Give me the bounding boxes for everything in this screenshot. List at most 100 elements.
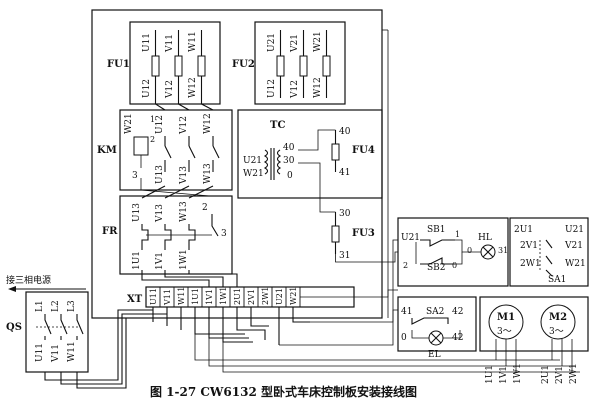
- m1-terminal-1: 1U1: [485, 365, 495, 384]
- fu1-bottom-2: V12: [165, 80, 175, 99]
- fu4-terminal-2: 41: [339, 168, 350, 178]
- fr-bottom-2: 1V1: [155, 252, 165, 270]
- xt-terminal-1: U11: [149, 288, 158, 305]
- m1-terminal-2: 1V1: [499, 366, 509, 384]
- km-bottom-1: 3: [132, 171, 138, 181]
- xt-terminal-6: 1W1: [219, 287, 228, 305]
- fu2-fuse-3: [322, 30, 331, 98]
- fu2-fuse-1: [276, 30, 285, 98]
- sa1-right-1: U21: [565, 225, 584, 235]
- m2-phase: 3～: [549, 327, 564, 337]
- sb2-label: SB2: [427, 263, 446, 273]
- contactor-km: KM W21 U12 V12 W12 1 2 3 U13 V13 W13: [97, 109, 233, 191]
- xt-terminal-7: 2U1: [233, 288, 242, 305]
- qs-label: QS: [6, 322, 22, 333]
- xt-label: XT: [127, 294, 143, 305]
- fu1-fuse-2: [174, 30, 183, 98]
- button-panel: U21 SB1 SB2 HL 1 0 31 2 0: [397, 217, 509, 287]
- km-contact-num-1: 1: [150, 115, 155, 124]
- km-top-1: W21: [124, 113, 134, 134]
- tc-label: TC: [270, 120, 285, 131]
- km-top-3: V12: [179, 116, 189, 135]
- xt-terminal-11: W21: [289, 287, 298, 305]
- qs-bottom-2: V11: [51, 344, 61, 363]
- fuse-group-fu2: FU2 U21 V21 W21 U12 V12 W12: [232, 21, 346, 105]
- fu2-bottom-2: V12: [290, 80, 300, 99]
- tc-secondary-2: 30: [283, 156, 295, 166]
- km-label: KM: [97, 145, 117, 156]
- m1-phase: 3～: [497, 327, 512, 337]
- tc-secondary-3: 0: [287, 171, 293, 181]
- xt-terminal-9: 2W1: [261, 287, 270, 305]
- qs-top-1: L1: [35, 300, 45, 312]
- sa1-left-1: 2U1: [514, 225, 533, 235]
- fu1-bottom-1: U12: [142, 79, 152, 98]
- thermal-relay-fr: FR U13 V13 W13 2 3 1U1 1V1 1W1: [102, 195, 233, 275]
- m2-label: M2: [549, 312, 567, 323]
- fu2-label: FU2: [232, 59, 255, 70]
- fu4-terminal-1: 40: [339, 127, 351, 137]
- sa1-right-3: W21: [565, 259, 586, 269]
- tc-secondary-1: 40: [283, 143, 295, 153]
- km-bottom-3: V13: [179, 166, 189, 185]
- motor-m1: M1 3～ 1U1 1V1 1W1: [485, 304, 524, 384]
- switch-sa1: 2U1 2V1 2W1 U21 V21 W21 SA1: [509, 217, 589, 287]
- fr-bottom-1: 1U1: [132, 251, 142, 270]
- sa2-label: SA2: [426, 307, 444, 317]
- fu3-terminal-1: 30: [339, 209, 351, 219]
- motor-m2: M2 3～ 2U1 2V1 2W1: [540, 304, 579, 384]
- fr-top-4: 2: [202, 203, 208, 213]
- tc-primary-2: W21: [243, 169, 264, 179]
- xt-terminal-4: 1U1: [191, 288, 200, 305]
- km-contact-num-2: 2: [150, 135, 155, 144]
- tc-primary-1: U21: [243, 156, 262, 166]
- fu1-top-3: W11: [188, 31, 198, 52]
- fu2-top-3: W21: [313, 31, 323, 52]
- km-bottom-2: U13: [155, 165, 165, 184]
- control-board-outline: [91, 9, 383, 319]
- fu1-fuse-3: [197, 30, 206, 98]
- fr-top-2: V13: [155, 204, 165, 223]
- xt-terminal-2: V11: [163, 289, 172, 306]
- fu1-label: FU1: [107, 59, 130, 70]
- fuse-fu3: FU3 30 31: [331, 209, 375, 261]
- power-input-label: 接三相电源: [6, 274, 51, 286]
- m2-terminal-1: 2U1: [541, 365, 551, 384]
- fu1-top-2: V11: [165, 34, 175, 53]
- sa1-right-2: V21: [564, 241, 583, 251]
- fr-top-3: W13: [179, 201, 189, 222]
- fu1-bottom-3: W12: [188, 77, 198, 98]
- lamp-panel: 41 SA2 42 0 42 EL: [397, 296, 477, 360]
- button-num-5: 0: [452, 261, 457, 270]
- lamp-num-3: 0: [401, 333, 407, 343]
- fr-top-1: U13: [132, 203, 142, 222]
- m2-terminal-2: 2V1: [555, 366, 565, 384]
- m1-terminal-3: 1W1: [513, 363, 523, 384]
- fu1-fuse-1: [151, 30, 160, 98]
- qs-top-3: L3: [67, 300, 77, 312]
- lamp-num-1: 41: [401, 307, 412, 317]
- km-bottom-4: W13: [203, 163, 213, 184]
- fu2-bottom-3: W12: [313, 77, 323, 98]
- sa1-left-2: 2V1: [520, 241, 538, 251]
- terminal-strip-xt: XT U11 V11 W11 1U1 1V1 1W1 2U1 2V1 2W1 U…: [127, 286, 355, 308]
- fu4-label: FU4: [352, 145, 375, 156]
- switch-qs: QS L1 L2 L3 U11 V11 W11: [6, 291, 89, 373]
- xt-terminal-8: 2V1: [247, 289, 256, 305]
- fu3-terminal-2: 31: [339, 251, 350, 261]
- motor-panel: [479, 296, 589, 352]
- hl-label: HL: [478, 233, 492, 243]
- km-top-4: W12: [203, 113, 213, 134]
- fr-label: FR: [102, 226, 118, 237]
- fu2-fuse-2: [299, 30, 308, 98]
- qs-bottom-3: W11: [67, 341, 77, 362]
- fuse-group-fu1: FU1 U11 V11 W11 U12 V12 W12: [107, 21, 221, 105]
- transformer-tc: TC U21 W21 40 30 0: [237, 109, 383, 199]
- sa1-left-3: 2W1: [520, 259, 541, 269]
- figure-caption: 图 1-27 CW6132 型卧式车床控制板安装接线图: [150, 384, 417, 399]
- qs-bottom-1: U11: [35, 343, 45, 362]
- button-panel-u21: U21: [401, 233, 420, 243]
- sb1-label: SB1: [427, 225, 446, 235]
- xt-terminal-10: U21: [275, 288, 284, 305]
